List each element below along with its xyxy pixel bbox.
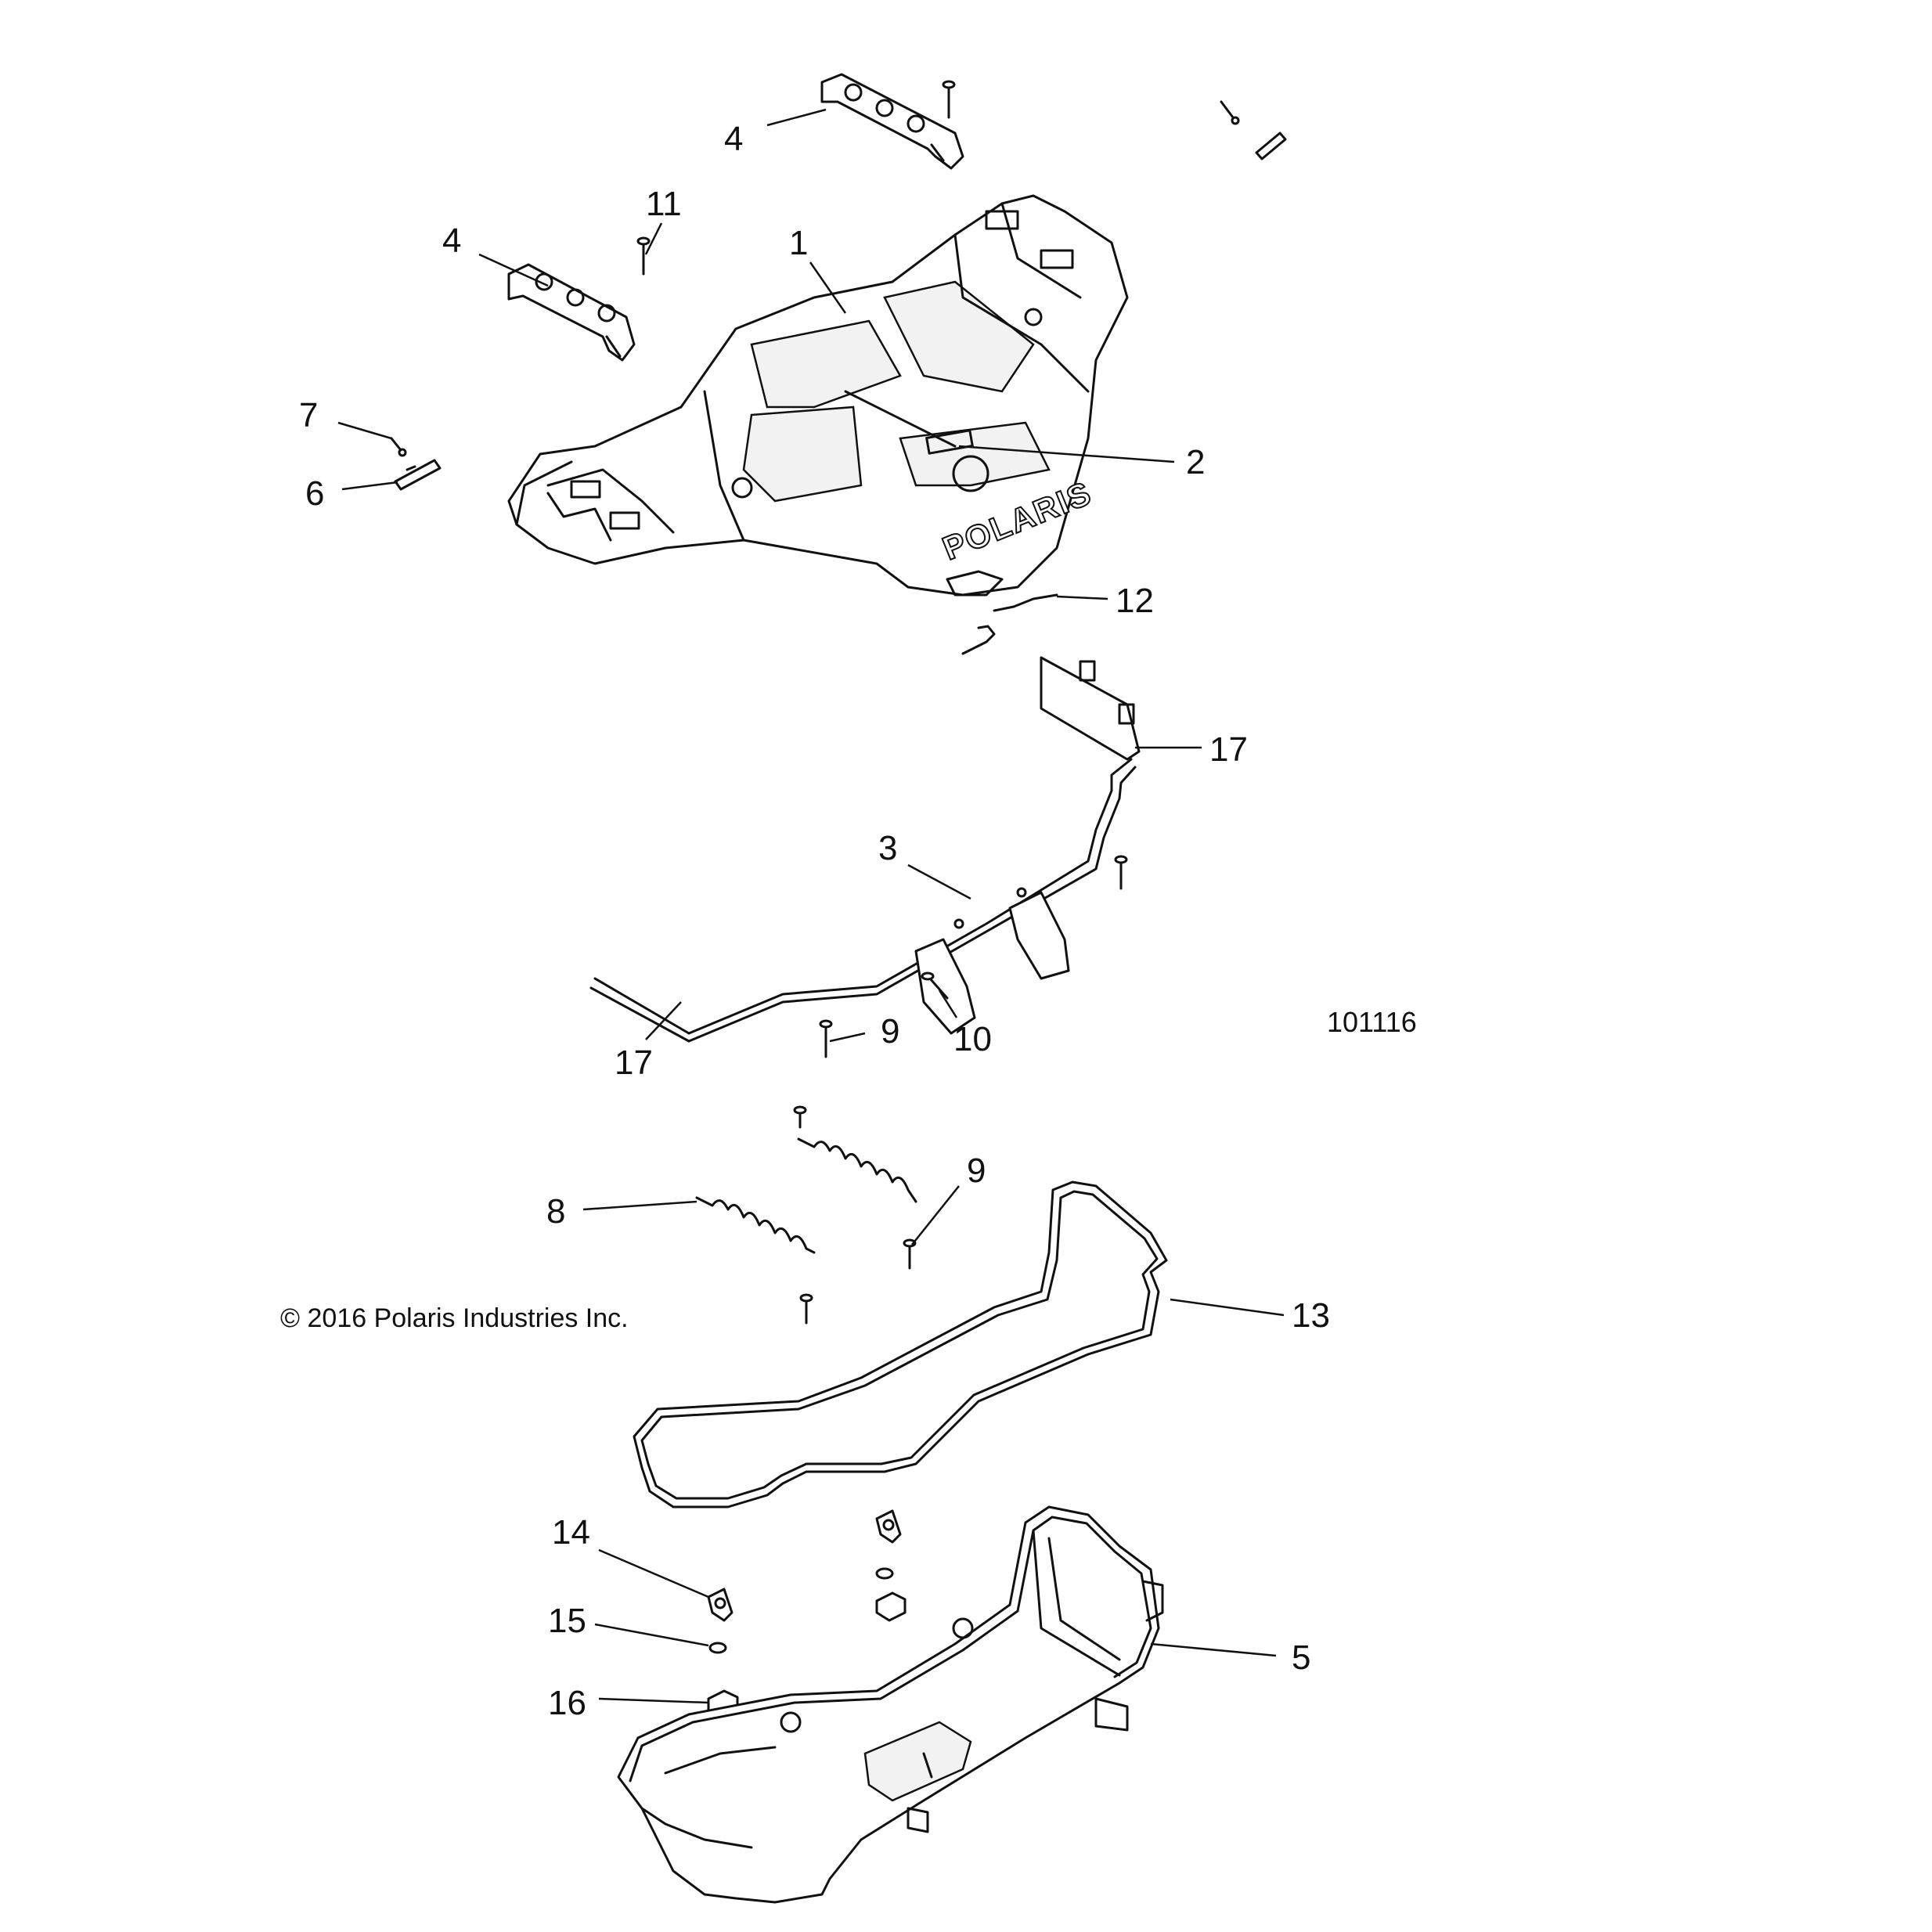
leader-3 — [907, 863, 971, 900]
leader-lines — [337, 108, 1285, 1704]
callout-2: 2 — [1186, 443, 1205, 481]
leader-10 — [938, 989, 958, 1018]
bolt-part-10-right — [1114, 855, 1128, 890]
leader-5 — [1150, 1642, 1277, 1657]
support-frame-part-3 — [589, 656, 1141, 1043]
leader-9-lower — [911, 1185, 960, 1245]
callout-3: 3 — [878, 829, 897, 867]
bracket-part-4-top — [820, 73, 964, 170]
leader-16 — [598, 1697, 709, 1704]
copyright-notice: © 2016 Polaris Industries Inc. — [280, 1303, 629, 1333]
pin-part-7-right — [1220, 100, 1240, 125]
callout-15: 15 — [548, 1602, 586, 1640]
callout-1: 1 — [789, 224, 808, 262]
bracket-part-4-left — [507, 263, 636, 362]
leader-4-left — [478, 253, 549, 287]
callout-7: 7 — [299, 396, 318, 434]
callout-12: 12 — [1116, 582, 1154, 620]
leader-12 — [1056, 595, 1108, 600]
callout-9-upper: 9 — [881, 1012, 899, 1051]
callout-4-top: 4 — [724, 120, 743, 158]
callout-16: 16 — [548, 1684, 586, 1722]
rivet-part-14 — [707, 1509, 902, 1622]
latch-pin-part-12 — [961, 593, 1058, 655]
leader-2 — [958, 445, 1175, 463]
callout-9-lower: 9 — [967, 1152, 986, 1190]
callout-13: 13 — [1292, 1296, 1330, 1335]
leader-13 — [1170, 1298, 1285, 1317]
callout-8: 8 — [546, 1192, 565, 1231]
bolt-part-9-lower — [793, 1105, 917, 1325]
callout-17-left: 17 — [615, 1043, 653, 1082]
leader-15 — [594, 1623, 709, 1647]
callout-11: 11 — [646, 185, 682, 223]
bolt-part-9-upper — [819, 1019, 833, 1058]
callout-6: 6 — [305, 474, 324, 513]
callout-5: 5 — [1292, 1638, 1310, 1677]
storage-tub-part-5 — [617, 1505, 1164, 1904]
clip-part-6-left — [394, 459, 442, 491]
callout-4-left: 4 — [442, 222, 461, 260]
callout-17-right: 17 — [1209, 730, 1248, 769]
spring-part-8 — [695, 1137, 917, 1254]
drawing-number: 101116 — [1327, 1006, 1417, 1038]
panel-part-2 — [844, 390, 974, 455]
callout-labels: 4 4 11 1 2 7 6 12 17 3 17 9 10 101116 9 … — [280, 120, 1417, 1722]
leader-11 — [644, 222, 663, 255]
seal-part-13 — [633, 1180, 1168, 1508]
leader-6 — [341, 481, 398, 491]
leader-8 — [582, 1200, 697, 1211]
leader-7 — [337, 421, 392, 440]
screw-part-11 — [636, 80, 956, 276]
storage-cover-part-1: POLARIS — [507, 194, 1129, 597]
leader-17-left — [645, 1001, 682, 1040]
clip-part-6-right — [1255, 132, 1287, 160]
pin-part-7-left — [390, 437, 407, 457]
bolt-part-10 — [921, 971, 949, 1000]
leader-4-top — [766, 108, 827, 127]
leader-14 — [598, 1548, 709, 1599]
leader-1 — [809, 261, 847, 314]
callout-10: 10 — [953, 1020, 992, 1058]
leader-9-upper — [829, 1032, 866, 1043]
washer-part-15 — [708, 1567, 894, 1654]
callout-14: 14 — [552, 1513, 590, 1552]
